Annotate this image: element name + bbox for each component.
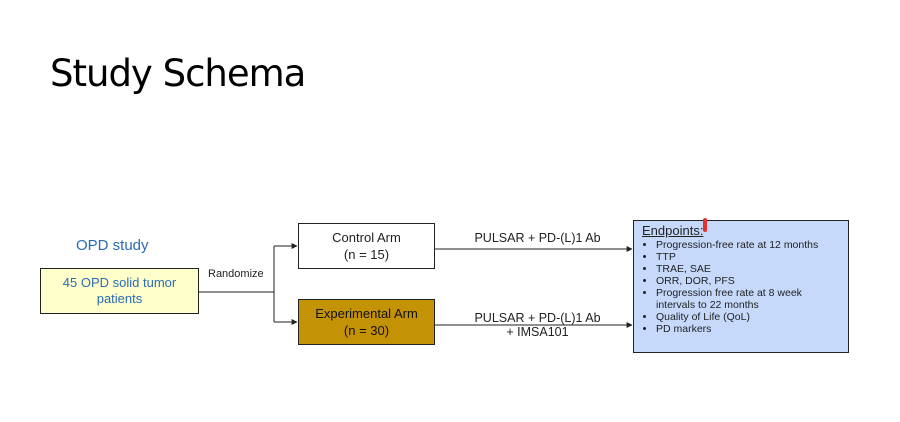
- experimental-treatment-line-2: + IMSA101: [506, 325, 569, 339]
- endpoint-item: TTP: [656, 251, 842, 263]
- endpoints-title: Endpoints:: [642, 223, 704, 238]
- endpoint-item: Progression free rate at 8 week interval…: [656, 287, 842, 311]
- experimental-treatment-line-1: PULSAR + PD-(L)1 Ab: [474, 311, 601, 325]
- experimental-arm-n: (n = 30): [343, 323, 390, 338]
- patients-box: 45 OPD solid tumor patients: [40, 268, 199, 314]
- patients-line-2: patients: [96, 291, 143, 306]
- randomize-label: Randomize: [208, 268, 264, 280]
- endpoint-item: PD markers: [656, 323, 842, 335]
- endpoint-item: ORR, DOR, PFS: [656, 275, 842, 287]
- slide-title: Study Schema: [50, 52, 306, 95]
- patients-line-1: 45 OPD solid tumor: [62, 275, 177, 290]
- opd-study-label: OPD study: [76, 237, 149, 254]
- control-arm-n: (n = 15): [343, 247, 390, 262]
- control-treatment-label: PULSAR + PD-(L)1 Ab: [474, 231, 601, 245]
- endpoint-item: TRAE, SAE: [656, 263, 842, 275]
- experimental-arm-name: Experimental Arm: [315, 306, 418, 321]
- control-arm-box: Control Arm (n = 15): [298, 223, 435, 269]
- endpoints-list: Progression-free rate at 12 months TTP T…: [642, 239, 842, 335]
- endpoint-item: Progression-free rate at 12 months: [656, 239, 842, 251]
- control-arm-name: Control Arm: [332, 230, 401, 245]
- endpoints-box: Endpoints: Progression-free rate at 12 m…: [633, 220, 849, 353]
- experimental-arm-box: Experimental Arm (n = 30): [298, 299, 435, 345]
- endpoint-item: Quality of Life (QoL): [656, 311, 842, 323]
- red-cursor-marker: [703, 218, 707, 232]
- experimental-treatment-label: PULSAR + PD-(L)1 Ab + IMSA101: [465, 311, 610, 339]
